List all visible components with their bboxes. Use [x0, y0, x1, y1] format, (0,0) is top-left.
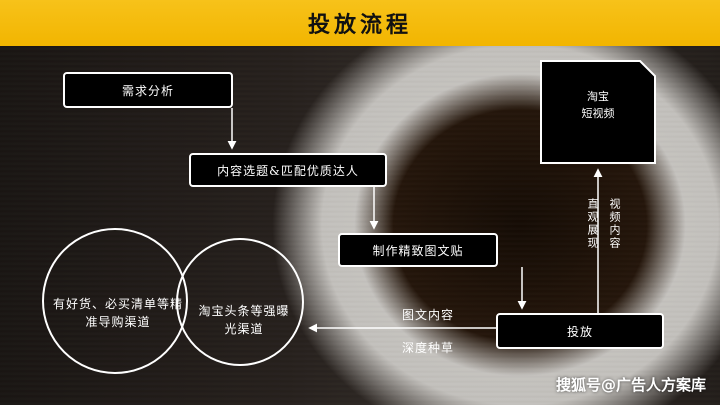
short-video-line2: 短视频	[540, 105, 656, 122]
watermark: 搜狐号@广告人方案库	[556, 374, 706, 395]
page-title: 投放流程	[0, 0, 720, 46]
short-video-text: 淘宝 短视频	[540, 88, 656, 122]
graphic-content-label: 图文内容	[402, 306, 454, 323]
deep-seeding-label: 深度种草	[402, 339, 454, 356]
channel-left-text: 有好货、必买清单等精准导购渠道	[48, 295, 188, 331]
video-content-label: 视频内容	[606, 198, 622, 250]
step-make: 制作精致图文贴	[338, 233, 498, 267]
step-make-label: 制作精致图文贴	[372, 242, 463, 259]
step-select-label: 内容选题&匹配优质达人	[217, 162, 359, 179]
channel-right-text: 淘宝头条等强曝光渠道	[196, 302, 292, 338]
short-video-line1: 淘宝	[540, 88, 656, 105]
direct-display-label: 直观展现	[584, 198, 600, 250]
step-analysis-label: 需求分析	[122, 82, 174, 99]
step-analysis: 需求分析	[63, 72, 233, 108]
step-launch-label: 投放	[567, 323, 593, 340]
step-launch: 投放	[496, 313, 664, 349]
short-video-node: 淘宝 短视频	[540, 60, 656, 164]
step-select: 内容选题&匹配优质达人	[189, 153, 387, 187]
